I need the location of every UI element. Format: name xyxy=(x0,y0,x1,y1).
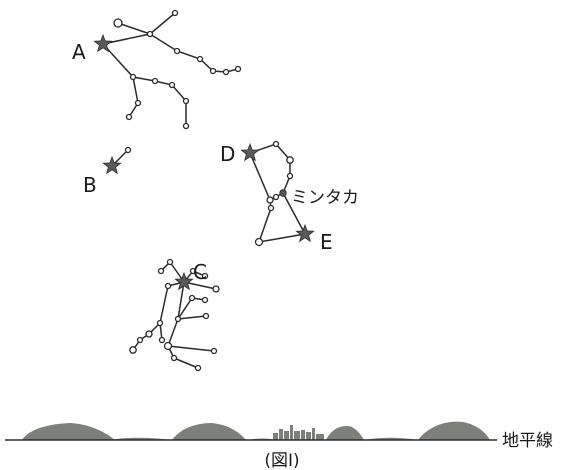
canis-major-neck xyxy=(177,281,185,320)
gemini-star xyxy=(146,30,154,38)
label-mintaka: ミンタカ xyxy=(291,188,359,208)
canis-major-star xyxy=(157,267,165,275)
canis-major-stars xyxy=(129,258,220,372)
gemini-star xyxy=(182,97,190,105)
gemini-star xyxy=(173,47,181,55)
gemini-line-upper-body xyxy=(149,33,239,73)
label-a: A xyxy=(72,40,86,64)
star-c-icon xyxy=(174,271,194,291)
gemini-line-upper xyxy=(117,12,176,35)
orion-lower-line xyxy=(258,233,306,243)
canis-major-hindleg xyxy=(167,345,215,352)
canis-major-star xyxy=(163,341,173,351)
canis-major-spine xyxy=(159,281,185,341)
canis-major-star xyxy=(201,272,209,280)
orion-stars xyxy=(254,140,294,247)
canis-major-star xyxy=(188,294,196,302)
gemini-star xyxy=(129,73,137,81)
canis-major-star xyxy=(202,312,210,320)
canis-major-star xyxy=(158,336,166,344)
canis-major-belly xyxy=(167,318,179,347)
gemini-line-lower-body xyxy=(102,43,187,126)
orion-star xyxy=(286,156,294,164)
star-a-icon xyxy=(93,33,113,53)
gemini-star xyxy=(222,68,230,76)
canis-major-star xyxy=(156,319,164,327)
canis-major-star xyxy=(136,336,144,344)
label-b: B xyxy=(83,173,97,197)
canis-major-star xyxy=(212,285,220,293)
orion-star xyxy=(266,196,274,204)
canis-major-star xyxy=(164,282,172,290)
canis-major-star xyxy=(145,330,153,338)
label-e: E xyxy=(320,230,333,254)
orion-star xyxy=(267,204,275,212)
gemini-star xyxy=(113,18,123,28)
canis-major-star xyxy=(189,267,197,275)
star-e-icon xyxy=(295,223,315,243)
canis-major-star xyxy=(170,354,178,362)
star-d-icon xyxy=(240,142,260,162)
gemini-star xyxy=(151,77,159,85)
label-c: C xyxy=(193,260,207,284)
canis-major-star xyxy=(166,258,174,266)
mintaka-star xyxy=(279,189,287,197)
gemini-star xyxy=(234,65,242,73)
horizon-label: 地平線 xyxy=(502,431,553,451)
gemini-line-a-head xyxy=(102,33,151,45)
gemini-star xyxy=(209,67,217,75)
canis-major-star xyxy=(194,364,202,372)
gemini-star xyxy=(125,113,133,121)
bright-stars xyxy=(93,33,315,291)
gemini-star xyxy=(171,9,179,17)
canis-major-star xyxy=(201,296,209,304)
canis-major-star xyxy=(174,315,182,323)
gemini-star xyxy=(134,99,142,107)
figure-caption: (図Ⅰ) xyxy=(264,451,299,470)
canis-major-paw-line xyxy=(183,281,217,290)
orion-star xyxy=(272,140,280,148)
star-b-icon xyxy=(102,155,122,175)
gemini-stars xyxy=(113,9,242,130)
orion-star xyxy=(254,237,264,247)
gemini-star xyxy=(168,81,176,89)
horizon-landscape xyxy=(5,421,497,441)
orion-star xyxy=(272,193,280,201)
gemini-star xyxy=(182,122,190,130)
canis-major-foreleg xyxy=(177,315,207,320)
canis-minor-star xyxy=(124,146,132,154)
buildings xyxy=(273,425,324,440)
orion-star xyxy=(286,172,294,180)
canis-major-star xyxy=(129,346,137,354)
canis-major-star xyxy=(210,347,218,355)
gemini-line-leg xyxy=(132,76,139,104)
orion-body-right xyxy=(282,192,306,235)
label-d: D xyxy=(220,142,235,166)
orion-body-left xyxy=(249,152,271,201)
gemini-star xyxy=(196,55,204,63)
ground-silhouette xyxy=(22,421,490,440)
constellation-gemini xyxy=(102,12,239,126)
